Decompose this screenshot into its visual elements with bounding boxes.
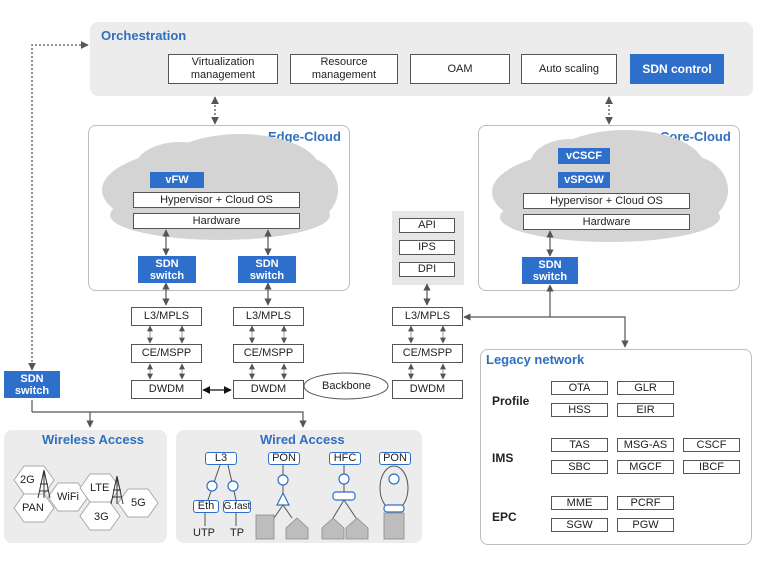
core-hardware-box: Hardware — [523, 214, 690, 230]
orchestration-title: Orchestration — [101, 28, 187, 43]
backbone-label: Backbone — [322, 380, 371, 392]
pon-splitter-icon — [276, 491, 290, 506]
splitter-icon — [206, 473, 400, 492]
wireless-access-title: Wireless Access — [42, 432, 145, 447]
core-sdn-switch: SDN switch — [522, 257, 578, 284]
cell-lte-label: LTE — [90, 482, 110, 494]
vfw-box: vFW — [150, 172, 204, 188]
wired-l3-box: L3 — [205, 452, 237, 465]
house-icon — [285, 517, 369, 540]
ibcf-box: IBCF — [683, 460, 740, 474]
hfc-node-icon — [332, 491, 356, 501]
pon-box-1: PON — [268, 452, 300, 465]
sbc-box: SBC — [551, 460, 608, 474]
access-sdn-switch: SDN switch — [4, 371, 60, 398]
l3-mpls-box-3: L3/MPLS — [392, 307, 463, 326]
cscf-box: CSCF — [683, 438, 740, 452]
ips-box: IPS — [399, 240, 455, 255]
hfc-box: HFC — [329, 452, 361, 465]
api-box: API — [399, 218, 455, 233]
edge-cloud-title: Edge-Cloud — [268, 129, 341, 144]
ce-mspp-box-3: CE/MSPP — [392, 344, 463, 363]
edge-sdn-switch-1: SDN switch — [138, 256, 196, 283]
ims-label: IMS — [492, 451, 514, 465]
epc-label: EPC — [492, 510, 517, 524]
tas-box: TAS — [551, 438, 608, 452]
auto-scaling-box: Auto scaling — [521, 54, 617, 84]
hss-box: HSS — [551, 403, 608, 417]
glr-box: GLR — [617, 381, 674, 395]
dpi-box: DPI — [399, 262, 455, 277]
ota-box: OTA — [551, 381, 608, 395]
building-icon — [255, 512, 405, 540]
cell-pan-label: PAN — [22, 502, 44, 514]
antenna-icon — [37, 469, 124, 505]
dwdm-box-1: DWDM — [131, 380, 202, 399]
backbone-ring — [303, 372, 389, 400]
ce-mspp-box-1: CE/MSPP — [131, 344, 202, 363]
cell-5g-label: 5G — [131, 497, 146, 509]
ce-mspp-box-2: CE/MSPP — [233, 344, 304, 363]
onu-icon — [383, 504, 405, 513]
legacy-network-title: Legacy network — [486, 352, 585, 367]
cell-3g-label: 3G — [94, 511, 109, 523]
edge-hardware-box: Hardware — [133, 213, 300, 229]
l3-mpls-box-1: L3/MPLS — [131, 307, 202, 326]
edge-hypervisor-box: Hypervisor + Cloud OS — [133, 192, 300, 208]
edge-sdn-switch-2: SDN switch — [238, 256, 296, 283]
mme-box: MME — [551, 496, 608, 510]
sdn-control-box: SDN control — [630, 54, 724, 84]
virtualization-management-box: Virtualization management — [168, 54, 278, 84]
profile-label: Profile — [492, 394, 530, 408]
gfast-box: G.fast — [223, 500, 251, 513]
tp-label: TP — [230, 527, 245, 539]
vcscf-box: vCSCF — [558, 148, 610, 164]
msg-as-box: MSG-AS — [617, 438, 674, 452]
vspgw-box: vSPGW — [558, 172, 610, 188]
pon-box-2: PON — [379, 452, 411, 465]
oam-box: OAM — [410, 54, 510, 84]
mgcf-box: MGCF — [617, 460, 674, 474]
pgw-box: PGW — [617, 518, 674, 532]
dwdm-box-3: DWDM — [392, 380, 463, 399]
wired-access-title: Wired Access — [260, 432, 345, 447]
sgw-box: SGW — [551, 518, 608, 532]
dwdm-box-2: DWDM — [233, 380, 304, 399]
resource-management-box: Resource management — [290, 54, 398, 84]
cell-2g-label: 2G — [20, 474, 35, 486]
utp-label: UTP — [193, 527, 215, 539]
cell-wifi-label: WiFi — [57, 491, 79, 503]
core-hypervisor-box: Hypervisor + Cloud OS — [523, 193, 690, 209]
pcrf-box: PCRF — [617, 496, 674, 510]
eir-box: EIR — [617, 403, 674, 417]
eth-box: Eth — [193, 500, 219, 513]
l3-mpls-box-2: L3/MPLS — [233, 307, 304, 326]
